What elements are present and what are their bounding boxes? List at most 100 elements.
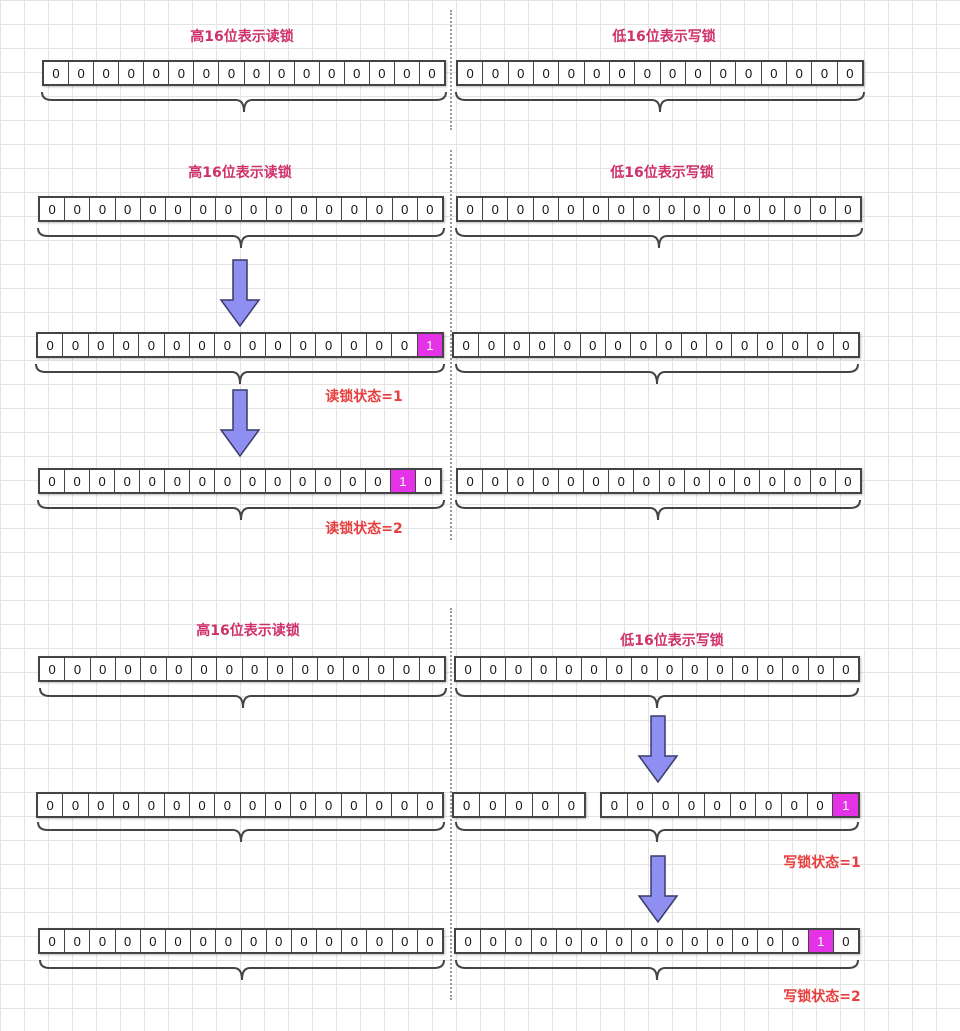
- bit-cell: 0: [367, 198, 393, 220]
- brace-low: [455, 687, 859, 709]
- down-arrow: [637, 715, 679, 784]
- bit-cell: 0: [370, 62, 395, 84]
- bit-cell: 0: [456, 930, 482, 952]
- status-read-2: 读锁状态=2: [325, 521, 403, 537]
- brace-low: [455, 91, 865, 113]
- bit-cell: 0: [483, 470, 509, 492]
- bit-cell: 0: [165, 470, 191, 492]
- brace-low: [455, 821, 859, 843]
- bit-cell: 0: [607, 930, 633, 952]
- bit-cell: 0: [65, 198, 91, 220]
- bit-cell: 0: [635, 62, 661, 84]
- bit-cell: 0: [559, 198, 584, 220]
- title-low-write: 低16位表示写锁: [612, 29, 716, 45]
- bit-cell: 0: [735, 470, 761, 492]
- bit-cell: 0: [760, 470, 786, 492]
- bit-cell: 0: [216, 198, 242, 220]
- bit-cell: 0: [141, 930, 166, 952]
- bit-cell: 0: [658, 658, 683, 680]
- bit-cell: 0: [65, 930, 91, 952]
- bit-cell: 0: [116, 658, 142, 680]
- bit-cell: 0: [557, 658, 582, 680]
- bit-cell: 0: [532, 658, 557, 680]
- status-write-2: 写锁状态=2: [783, 989, 861, 1005]
- bit-cell: 0: [242, 198, 267, 220]
- bit-cell: 0: [144, 62, 170, 84]
- down-arrow: [219, 389, 261, 458]
- bit-cell: 0: [758, 334, 784, 356]
- bit-cell: 0: [367, 930, 393, 952]
- bit-cell: 0: [707, 334, 733, 356]
- bit-cell: 0: [808, 794, 834, 816]
- bit-cell: 0: [811, 470, 836, 492]
- bit-cell: 0: [631, 334, 657, 356]
- bit-cell: 0: [393, 198, 418, 220]
- bit-cell: 0: [219, 62, 245, 84]
- bit-cell: 0: [116, 930, 141, 952]
- bit-cell: 0: [291, 470, 316, 492]
- brace-low: [455, 959, 859, 981]
- bit-cell: 0: [782, 794, 808, 816]
- bit-cell: 0: [582, 930, 608, 952]
- bit-cell: 0: [342, 198, 368, 220]
- bit-cell: 0: [392, 334, 418, 356]
- bit-cell: 0: [426, 933, 434, 949]
- title-low-write: 低16位表示写锁: [620, 633, 724, 649]
- bit-cell: 0: [658, 930, 683, 952]
- bit-cell: 0: [317, 930, 343, 952]
- bit-cell: 0: [367, 334, 393, 356]
- bit-cell: 0: [454, 794, 481, 816]
- bit-cell: 0: [585, 62, 610, 84]
- bit-cell: 0: [581, 334, 606, 356]
- bit-cell: 0: [266, 470, 291, 492]
- bit-cell: 0: [241, 794, 266, 816]
- title-low-write: 低16位表示写锁: [610, 165, 714, 181]
- bit-cell: 0: [683, 930, 708, 952]
- bit-cell: 0: [844, 473, 852, 489]
- bit-cell: 0: [292, 930, 318, 952]
- bit-cell: 0: [141, 198, 166, 220]
- bit-cell: 0: [657, 334, 682, 356]
- bit-cell: 0: [342, 930, 368, 952]
- bit-cell: 0: [38, 334, 64, 356]
- bit-cell: 0: [483, 198, 509, 220]
- bit-cell: 0: [610, 62, 636, 84]
- bit-cell: 0: [842, 661, 850, 677]
- bit-cell: 0: [456, 658, 482, 680]
- bit-cell: 0: [679, 794, 705, 816]
- bit-cell: 0: [268, 658, 294, 680]
- bit-cell: 0: [167, 658, 192, 680]
- bit-cell: 0: [785, 198, 811, 220]
- bit-cell: 0: [169, 62, 195, 84]
- bit-cell: 0: [506, 794, 533, 816]
- bit-cell: 0: [808, 334, 834, 356]
- brace-high: [37, 821, 445, 843]
- bit-cell: 0: [602, 794, 628, 816]
- bit-cell: 0: [846, 65, 854, 81]
- bit-cell: 0: [367, 794, 393, 816]
- title-high-read: 高16位表示读锁: [196, 623, 300, 639]
- bit-cell: 0: [345, 62, 370, 84]
- bit-cell: 0: [91, 658, 116, 680]
- bit-cell: 0: [809, 658, 834, 680]
- title-high-read: 高16位表示读锁: [190, 29, 294, 45]
- bit-cell: 0: [293, 658, 319, 680]
- bit-cell: 0: [783, 334, 809, 356]
- bit-cell: 0: [341, 470, 366, 492]
- bit-cell: 0: [481, 930, 507, 952]
- bit-cell: 0: [559, 470, 584, 492]
- bit-cell: 0: [63, 794, 89, 816]
- down-arrow: [219, 259, 261, 328]
- bit-cell: 0: [481, 658, 507, 680]
- bit-cell: 0: [267, 198, 292, 220]
- bit-cell: 0: [534, 470, 559, 492]
- bit-cell: 0: [190, 470, 216, 492]
- bit-cell: 0: [609, 470, 635, 492]
- bit-cell: 0: [366, 470, 391, 492]
- bit-cell: 0: [89, 334, 114, 356]
- bit-cell: 0: [141, 658, 167, 680]
